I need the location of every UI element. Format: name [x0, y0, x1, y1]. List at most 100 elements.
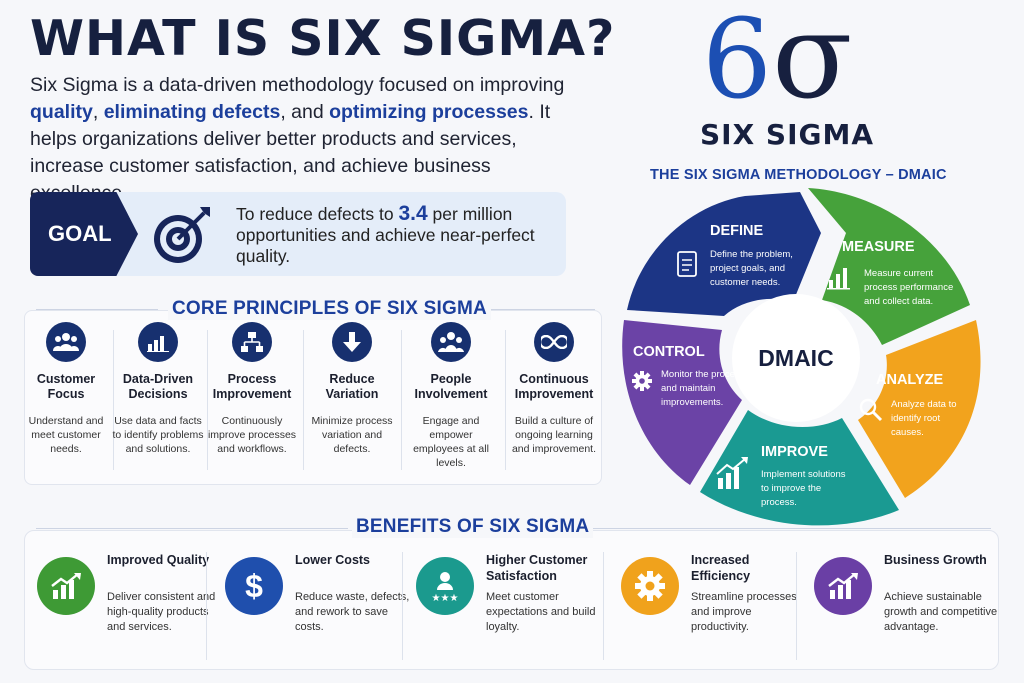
dmaic-phase-desc: Define the problem, — [710, 249, 793, 260]
growth-chart-icon — [814, 557, 872, 615]
page-title: WHAT IS SIX SIGMA? — [30, 10, 616, 67]
dmaic-phase-desc: process performance — [864, 282, 953, 293]
benefit-title: Higher Customer Satisfaction — [486, 553, 588, 583]
dmaic-phase-name: MEASURE — [842, 239, 915, 255]
magnifier-icon — [859, 398, 883, 422]
divider — [505, 330, 506, 470]
dmaic-phase-desc: and collect data. — [864, 296, 933, 307]
document-icon — [677, 251, 697, 277]
principle-desc: Continuously improve processes and workf… — [207, 415, 297, 455]
benefit-desc: Reduce waste, defects, and rework to sav… — [295, 591, 410, 633]
intro-text: Six Sigma is a data-driven methodology f… — [30, 74, 565, 96]
principle-title: Reduce Variation — [325, 372, 379, 401]
customer-stars-icon: ★★★ — [416, 557, 474, 615]
goal-text: To reduce defects to 3.4 per million opp… — [236, 203, 546, 267]
dmaic-segment-analyze — [858, 320, 981, 498]
principle-desc: Minimize process variation and defects. — [311, 415, 393, 455]
divider — [402, 552, 403, 660]
svg-text:★★★: ★★★ — [432, 593, 459, 602]
principles-heading: CORE PRINCIPLES OF SIX SIGMA — [168, 298, 491, 320]
intro-paragraph: Six Sigma is a data-driven methodology f… — [30, 72, 590, 207]
dmaic-phase-desc: Measure current — [864, 268, 934, 279]
dmaic-phase-desc: and maintain — [661, 383, 715, 394]
intro-highlight: optimizing processes — [329, 101, 529, 123]
divider — [206, 552, 207, 660]
goal-text-part: per million opportunities and achieve ne… — [236, 204, 535, 266]
logo-sigma-symbol: σ — [772, 0, 853, 125]
principle-customer-focus: Customer Focus Understand and meet custo… — [18, 322, 114, 456]
dmaic-phase-desc: Implement solutions — [761, 469, 846, 480]
divider — [796, 552, 797, 660]
benefit-title: Business Growth — [884, 553, 987, 567]
divider — [586, 528, 991, 529]
target-icon — [154, 207, 210, 263]
goal-tag: GOAL — [30, 192, 138, 276]
logo-six-numeral: 6 — [702, 0, 772, 123]
intro-highlight: eliminating defects — [103, 101, 281, 123]
dmaic-heading: THE SIX SIGMA METHODOLOGY – DMAIC — [650, 167, 947, 183]
dmaic-phase-desc: identify root — [891, 413, 940, 424]
growth-chart-icon — [716, 457, 748, 489]
dmaic-phase-desc: Monitor the process — [661, 369, 745, 380]
gear-icon — [621, 557, 679, 615]
principle-title: People Involvement — [414, 372, 488, 401]
dollar-icon: $ — [225, 557, 283, 615]
dmaic-segment-measure — [808, 188, 970, 345]
principle-desc: Use data and facts to identify problems … — [112, 415, 204, 455]
divider — [603, 552, 604, 660]
divider — [113, 330, 114, 470]
principle-process-improvement: Process Improvement Continuously improve… — [204, 322, 300, 456]
goal-text-part: To reduce defects to — [236, 204, 399, 224]
benefit-desc: Meet customer expectations and build loy… — [486, 591, 596, 633]
dmaic-phase-desc: causes. — [891, 427, 924, 438]
benefit-title: Increased Efficiency — [691, 553, 751, 583]
principle-continuous-improvement: Continuous Improvement Build a culture o… — [506, 322, 602, 456]
principle-title: Data-Driven Decisions — [122, 372, 194, 401]
dmaic-phase-name: CONTROL — [633, 344, 705, 360]
bar-chart-icon — [138, 322, 178, 362]
flowchart-icon — [232, 322, 272, 362]
dmaic-phase-desc: improvements. — [661, 397, 723, 408]
principle-title: Customer Focus — [36, 372, 96, 401]
benefit-title: Lower Costs — [295, 553, 371, 567]
dmaic-phase-name: IMPROVE — [761, 444, 828, 460]
dmaic-center-label: DMAIC — [758, 345, 833, 371]
benefit-desc: Streamline processes and improve product… — [691, 591, 797, 633]
benefit-title: Improved Quality — [107, 553, 210, 567]
intro-text: , — [92, 101, 104, 123]
growth-chart-icon — [37, 557, 95, 615]
divider — [401, 330, 402, 470]
arrow-down-icon — [332, 322, 372, 362]
benefits-heading: BENEFITS OF SIX SIGMA — [352, 516, 594, 538]
dmaic-segment-define — [627, 192, 821, 316]
divider — [303, 330, 304, 470]
dmaic-phase-desc: customer needs. — [710, 277, 780, 288]
principle-desc: Engage and empower employees at all leve… — [413, 415, 489, 469]
svg-text:$: $ — [245, 568, 263, 604]
intro-text: , and — [280, 101, 330, 123]
dmaic-phase-desc: Analyze data to — [891, 399, 957, 410]
principle-people-involvement: People Involvement Engage and empower em… — [403, 322, 499, 470]
dmaic-phase-name: DEFINE — [710, 223, 764, 239]
dmaic-segment-control — [622, 320, 742, 485]
divider — [207, 330, 208, 470]
logo-text: SIX SIGMA — [700, 118, 875, 151]
infinity-icon — [534, 322, 574, 362]
goal-highlight: 3.4 — [398, 202, 428, 225]
principle-title: Process Improvement — [212, 372, 292, 401]
benefit-desc: Deliver consistent and high-quality prod… — [107, 591, 216, 633]
principle-desc: Understand and meet customer needs. — [28, 415, 104, 455]
dmaic-phase-desc: to improve the — [761, 483, 821, 494]
gear-icon — [632, 371, 652, 391]
principle-title: Continuous Improvement — [514, 372, 594, 401]
divider — [470, 309, 595, 310]
principle-reduce-variation: Reduce Variation Minimize process variat… — [304, 322, 400, 456]
dmaic-center-circle — [732, 294, 860, 422]
principle-data-driven: Data-Driven Decisions Use data and facts… — [110, 322, 206, 456]
principle-desc: Build a culture of ongoing learning and … — [511, 415, 597, 455]
intro-highlight: quality — [30, 101, 93, 123]
people-icon — [46, 322, 86, 362]
bar-chart-icon — [827, 268, 850, 290]
dmaic-phase-name: ANALYZE — [876, 372, 943, 388]
dmaic-segment-improve — [700, 410, 899, 526]
